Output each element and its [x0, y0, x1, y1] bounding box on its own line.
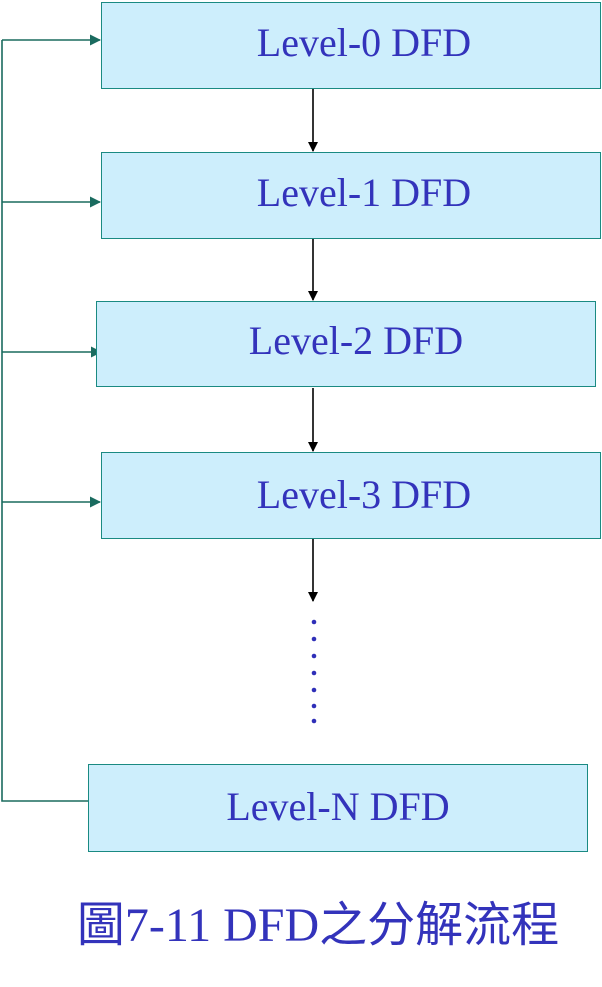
figure-caption: 圖7-11 DFD之分解流程 — [76, 899, 560, 952]
level-1-dfd-box: Level-1 DFD — [101, 152, 601, 239]
feedback-line-from-level-n — [1, 40, 88, 802]
level-3-dfd-box: Level-3 DFD — [101, 452, 601, 539]
level-3-label: Level-3 DFD — [256, 471, 472, 517]
ellipsis-dots — [311, 619, 317, 724]
level-1-label: Level-1 DFD — [256, 169, 472, 215]
level-n-dfd-box: Level-N DFD — [88, 764, 588, 852]
level-0-dfd-box: Level-0 DFD — [101, 2, 601, 89]
level-0-label: Level-0 DFD — [256, 19, 472, 65]
level-n-label: Level-N DFD — [226, 784, 450, 829]
level-2-label: Level-2 DFD — [248, 318, 464, 363]
level-2-dfd-box: Level-2 DFD — [96, 301, 596, 387]
